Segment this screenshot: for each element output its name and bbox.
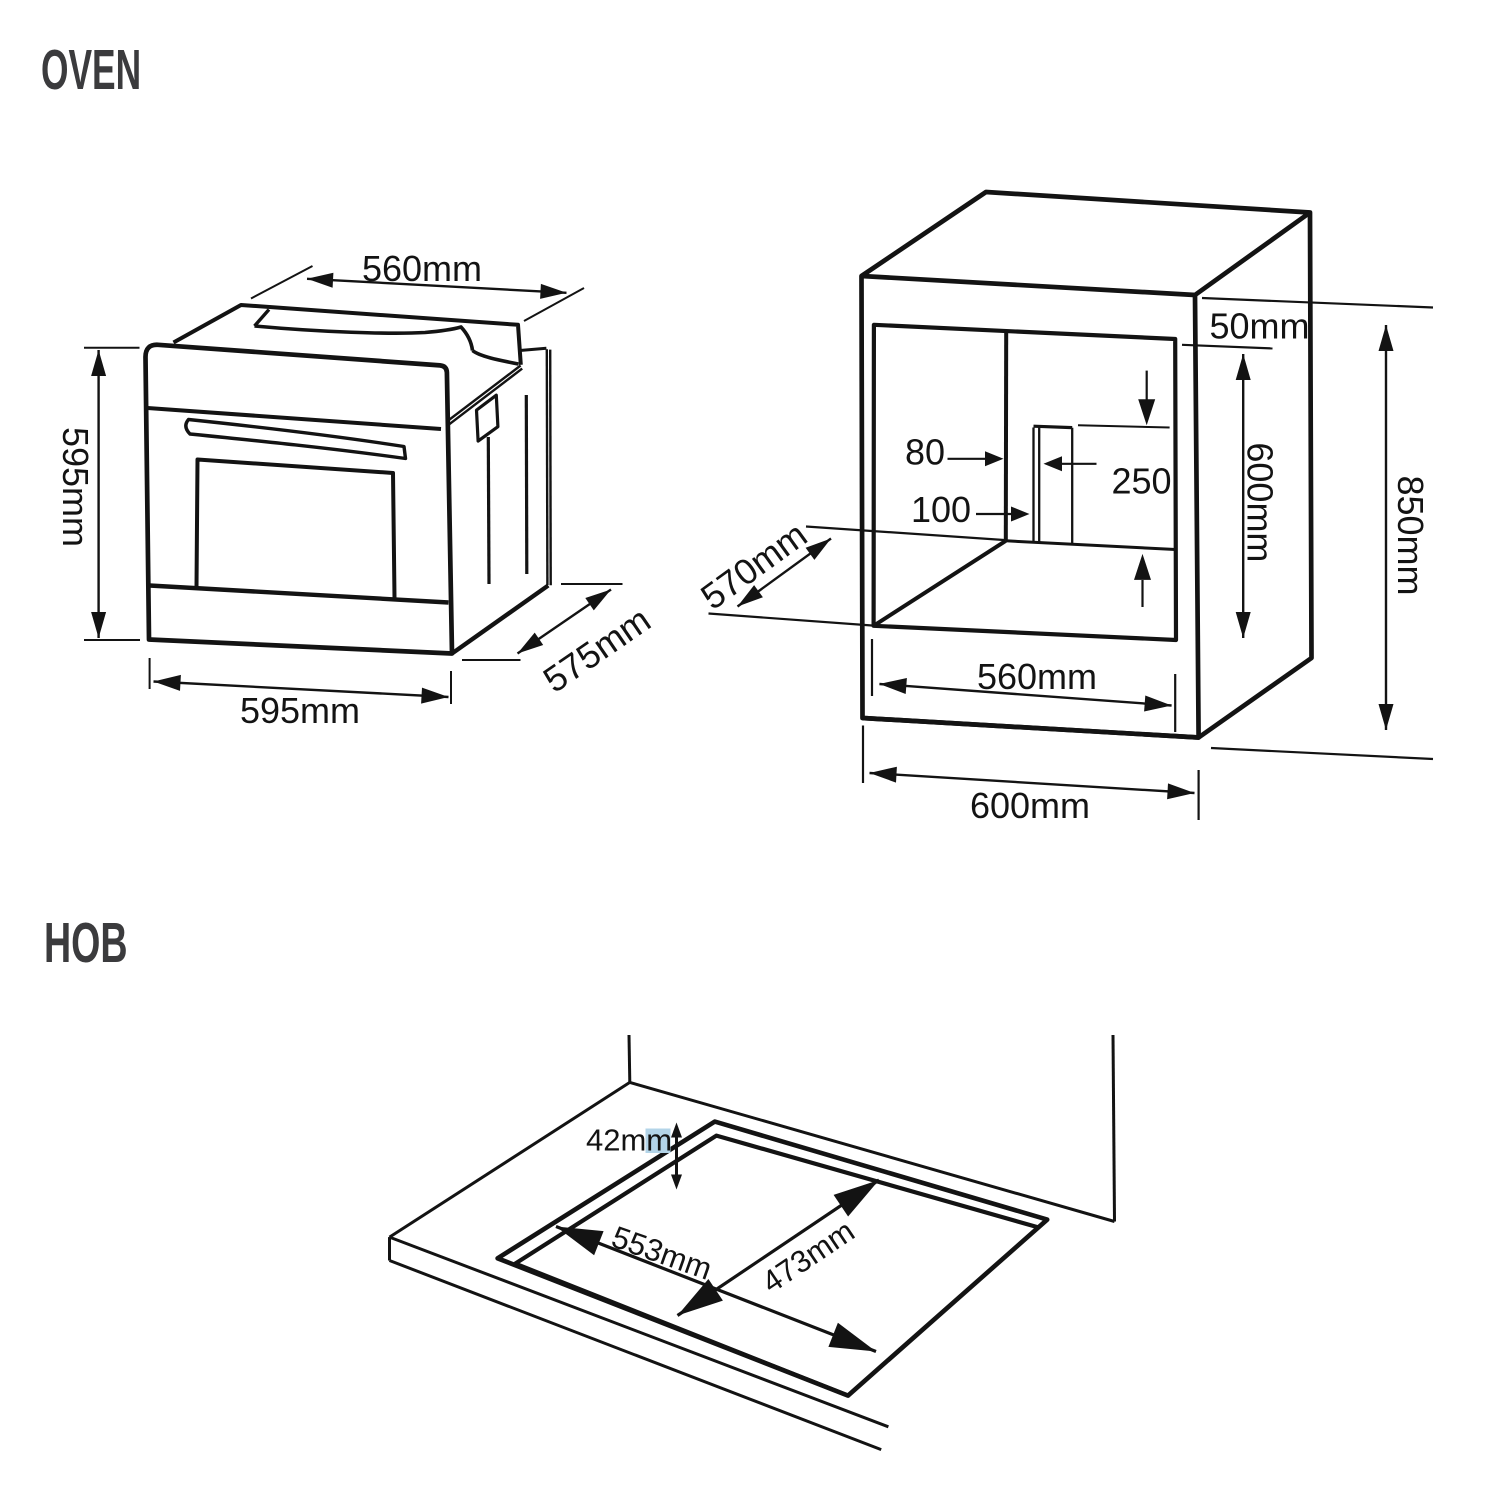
svg-text:250: 250	[1111, 460, 1171, 501]
svg-text:553mm: 553mm	[607, 1219, 716, 1286]
svg-text:600mm: 600mm	[970, 785, 1090, 826]
svg-text:595mm: 595mm	[240, 690, 360, 731]
svg-text:560mm: 560mm	[977, 656, 1097, 697]
svg-text:100: 100	[911, 489, 971, 530]
svg-text:600mm: 600mm	[1240, 442, 1281, 562]
svg-text:570mm: 570mm	[693, 514, 814, 618]
svg-text:575mm: 575mm	[536, 599, 658, 701]
svg-text:42mm: 42mm	[586, 1123, 672, 1158]
svg-text:50mm: 50mm	[1209, 306, 1309, 347]
svg-text:595mm: 595mm	[55, 427, 96, 547]
svg-text:HOB: HOB	[44, 911, 128, 975]
svg-text:OVEN: OVEN	[41, 39, 141, 103]
svg-text:560mm: 560mm	[362, 248, 482, 289]
svg-text:850mm: 850mm	[1390, 475, 1431, 595]
svg-text:80: 80	[905, 432, 945, 473]
